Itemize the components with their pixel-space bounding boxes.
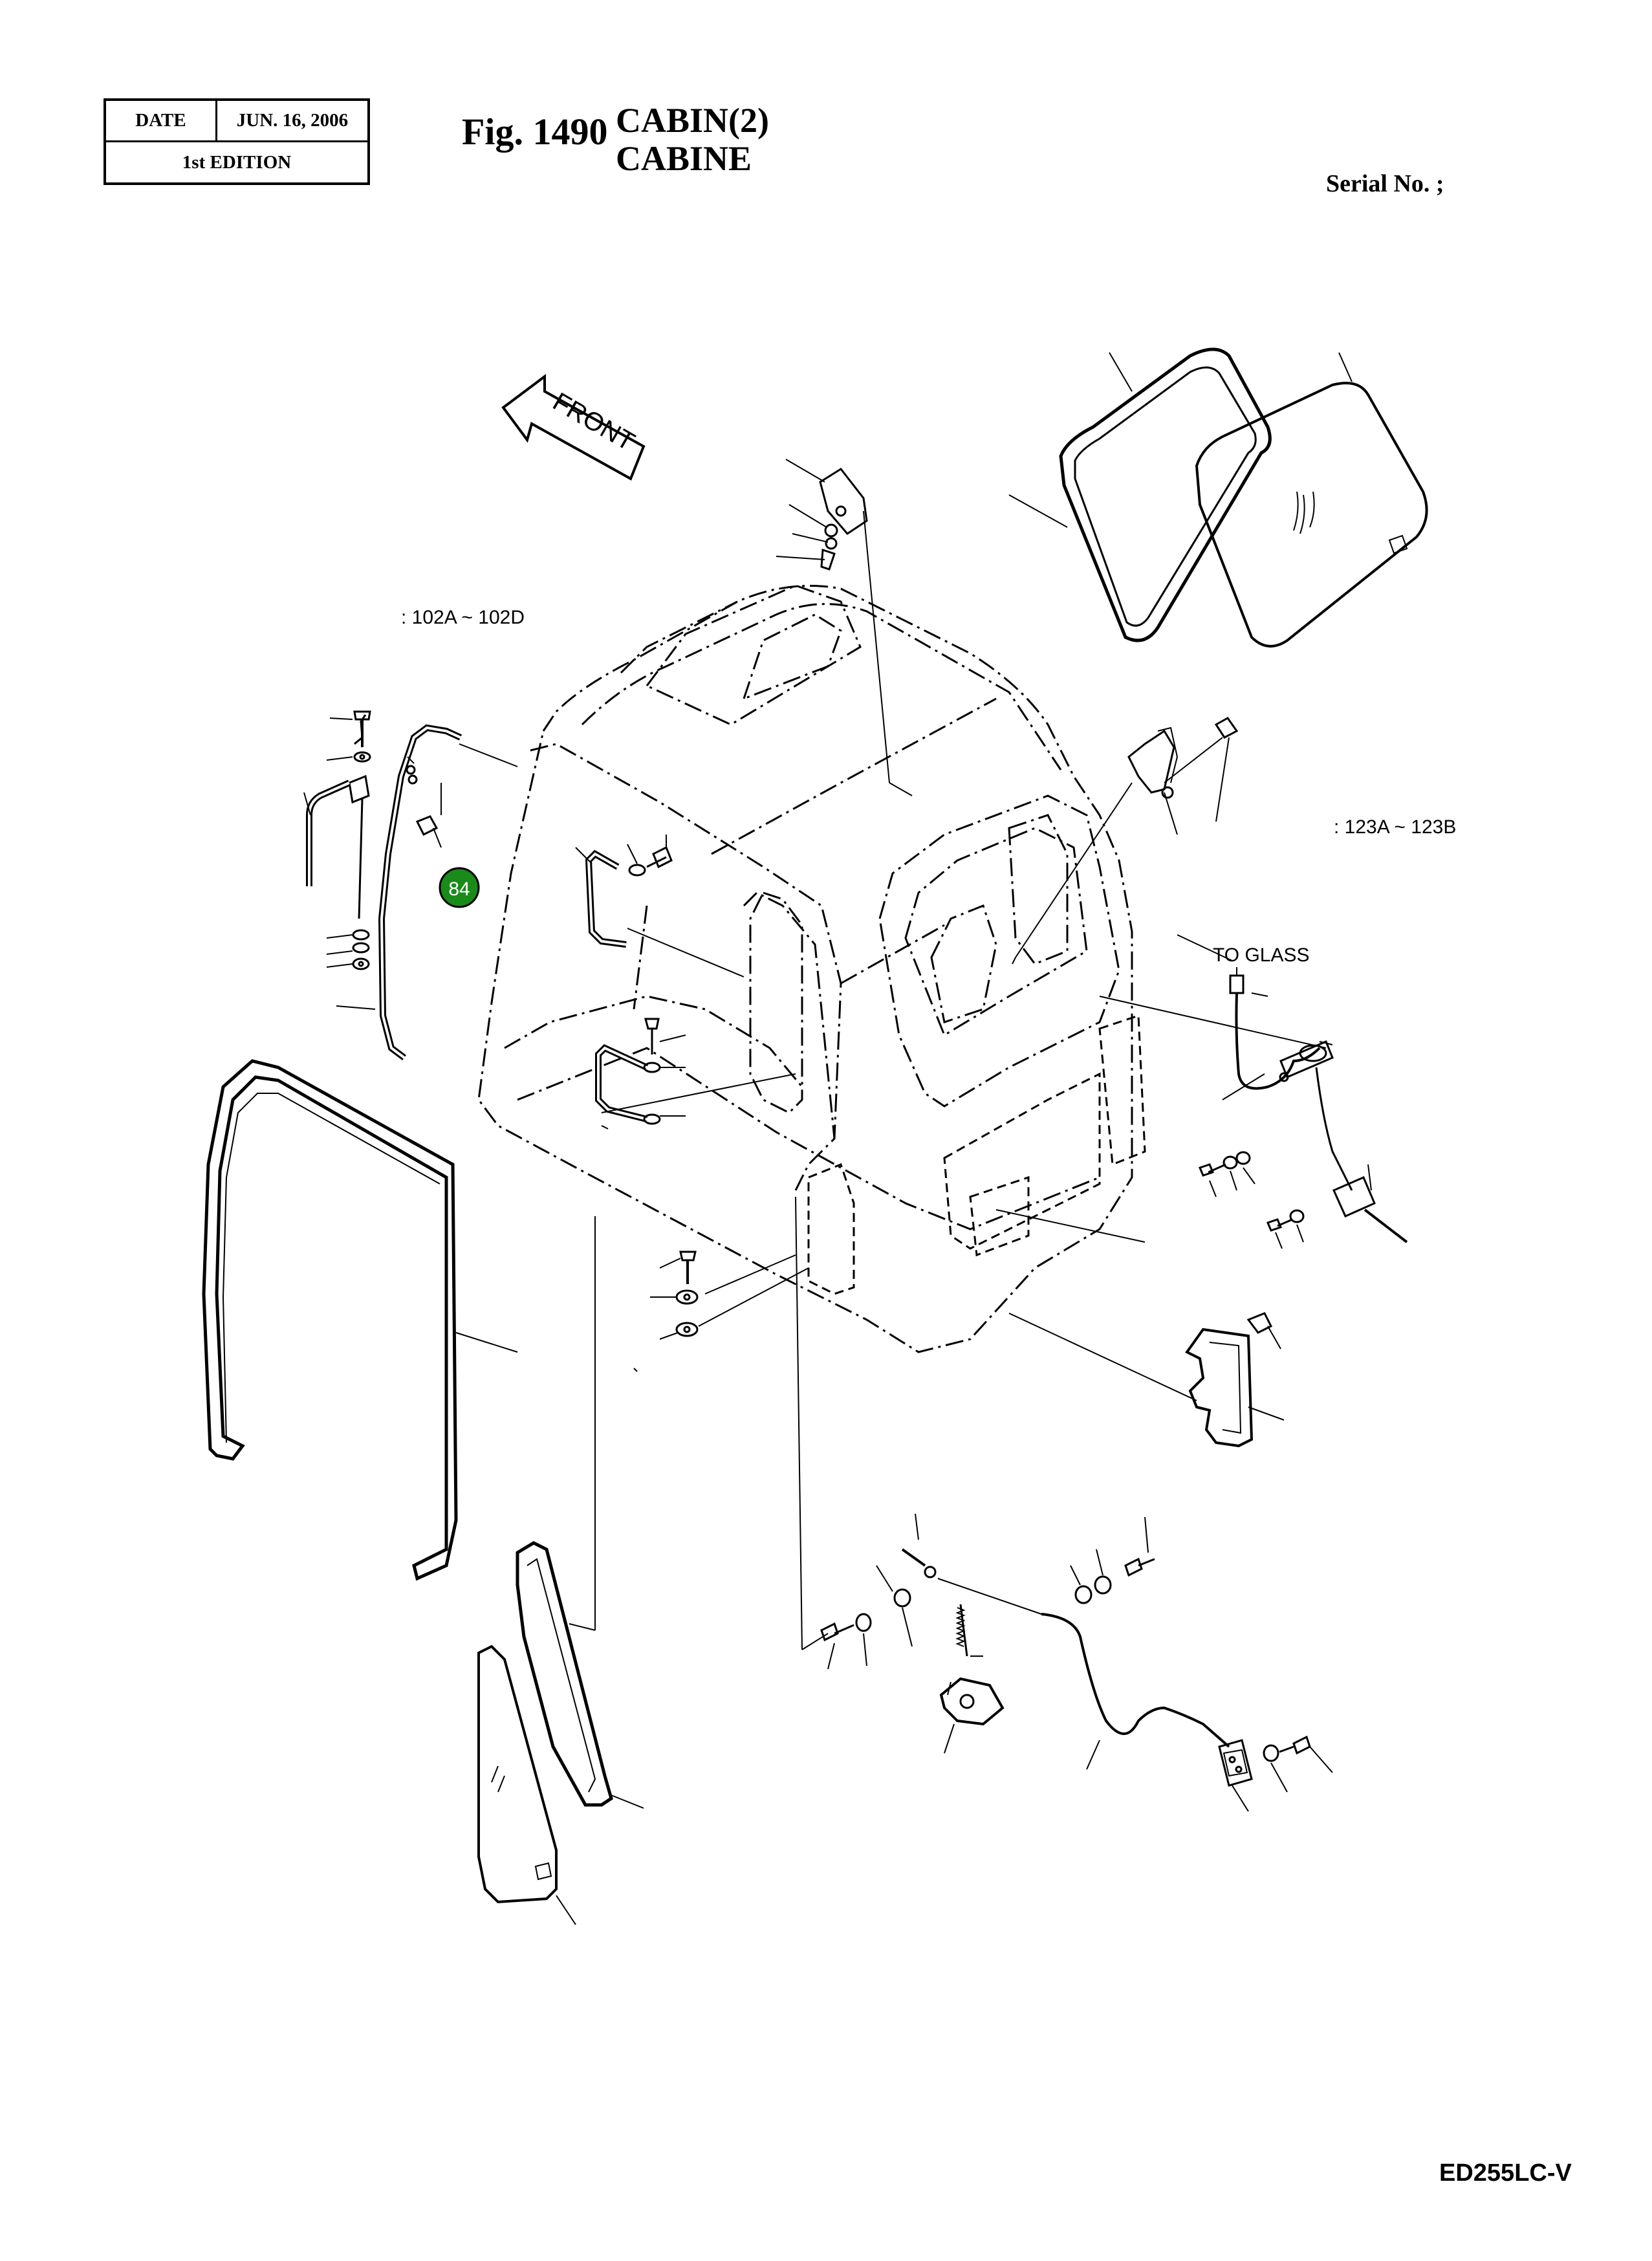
inner-handle-upper bbox=[575, 835, 744, 978]
edition-label: 1st EDITION bbox=[182, 151, 292, 173]
title-french: CABINE bbox=[616, 139, 752, 178]
door-lock-assembly bbox=[795, 1196, 1333, 1812]
serial-number-label: Serial No. ; bbox=[1326, 170, 1444, 197]
harness-fasteners bbox=[1099, 996, 1327, 1249]
callout-number: 84 bbox=[448, 879, 470, 900]
date-row: DATE JUN. 16, 2006 bbox=[106, 101, 367, 142]
figure-number: Fig. 1490 bbox=[462, 111, 608, 153]
roof-bracket bbox=[776, 459, 913, 796]
glass-connector-harness bbox=[1177, 934, 1408, 1243]
side-window-frame bbox=[516, 1541, 644, 1809]
date-value: JUN. 16, 2006 bbox=[236, 110, 349, 131]
rear-panels bbox=[807, 1014, 1146, 1295]
side-window-glass bbox=[477, 1644, 576, 1925]
latch-bracket bbox=[1012, 717, 1239, 965]
front-direction-arrow: FRONT bbox=[501, 374, 646, 481]
roof-window-seal bbox=[1008, 347, 1272, 642]
title-english: CABIN(2) bbox=[616, 101, 769, 140]
floor-bolt-stack bbox=[633, 1251, 809, 1372]
model-code: ED255LC-V bbox=[1439, 2159, 1572, 2187]
range-note-right: : 123A ~ 123B bbox=[1334, 816, 1457, 838]
range-note-left: : 102A ~ 102D bbox=[401, 607, 525, 628]
door-weatherstrip bbox=[202, 1059, 609, 1630]
callout-84: 84 bbox=[439, 867, 480, 908]
inner-handle-lower bbox=[595, 1018, 796, 1125]
cabin-frame bbox=[477, 584, 1133, 1353]
rear-cover-plate bbox=[995, 1209, 1285, 1448]
front-arrow-label: FRONT bbox=[548, 388, 639, 457]
date-label: DATE bbox=[106, 101, 217, 140]
grab-rail bbox=[336, 724, 518, 1060]
to-glass-label: TO GLASS bbox=[1213, 945, 1310, 966]
roof-window-glass bbox=[1195, 352, 1428, 648]
left-handrail-group bbox=[303, 710, 371, 970]
date-edition-box: DATE JUN. 16, 2006 1st EDITION bbox=[103, 98, 370, 185]
